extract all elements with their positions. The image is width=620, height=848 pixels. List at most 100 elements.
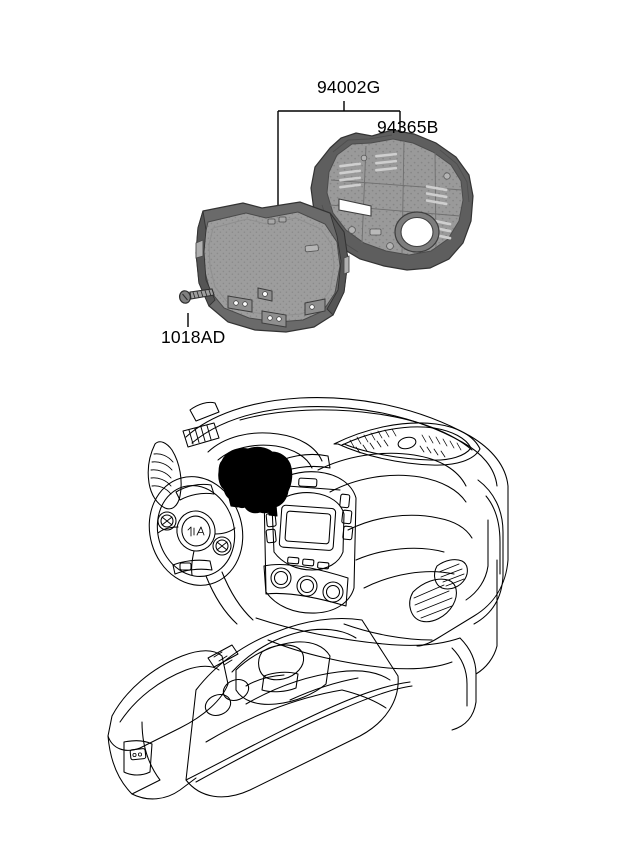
side-air-vent-right-lower [409,578,457,623]
infotainment-bezel [271,492,345,571]
front-cluster-screw-hole [262,291,268,297]
console-tunnel-lower [185,681,411,781]
armrest-lower-edge [131,777,197,800]
dashboard-right-endcap [473,479,504,625]
console-armrest-seam [119,665,220,723]
hvac-small-buttons [287,556,330,570]
front-cluster-face-tab [304,244,319,253]
screw-threads [192,289,212,299]
side-air-vent-right-lower-louvers [413,584,453,619]
center-console-outline [185,618,399,798]
part-rear-housing [310,129,474,271]
center-stack-outline [263,471,357,614]
rear-housing-vent-slots-right [425,185,448,206]
console-upper-panel [231,628,357,673]
front-cluster-tab-holes [233,300,315,322]
infotainment-side-keys [265,493,354,544]
steering-wheel-lower-plate [172,559,213,575]
rear-housing-connector-opening [394,211,440,253]
console-rear-vent-line [289,677,359,701]
cup-holder-rear [222,679,250,701]
cluster-install-location-highlight [218,446,293,514]
dashboard-right-inner [485,495,501,575]
passenger-dash-crease [329,474,467,503]
steering-column-lower [221,571,254,621]
steering-wheel-rim-inner [156,485,236,577]
front-cluster-left-edge [195,210,216,307]
part-front-cluster [195,201,350,333]
glovebox-line [355,547,445,561]
infotainment-display [278,504,337,551]
speaker-grille-center-hole [397,436,417,450]
knee-bolster-line [267,639,453,670]
steering-column [205,575,238,625]
steering-wheel-spoke-bottom [191,550,195,576]
hvac-panel-outline [263,564,349,607]
console-rear-tunnel [195,685,413,783]
side-air-vent-left-louvers [150,453,174,495]
dashboard-right-lower-edge [465,519,489,601]
dash-right-lower-inner [451,647,468,707]
console-button-strip [207,644,239,668]
dashboard-left-nub [189,401,220,422]
front-cluster-right-clip [343,255,350,275]
console-side-switch-icon [132,752,142,758]
steering-wheel-left-buttons [157,511,177,531]
console-side-switch-button [129,748,147,761]
gear-shifter-base [261,671,299,693]
steering-wheel-upper-spoke [175,483,215,501]
dash-panel-seam [363,571,455,589]
passenger-speaker-grille [333,422,481,466]
part-tapping-screw [178,288,215,304]
passenger-dash-upper-contour [317,452,467,487]
dashboard-top-edge [191,406,498,487]
lower-dash-edge [255,617,461,646]
center-air-vents [269,453,331,477]
defroster-vent-driver [182,422,220,448]
defroster-vent-louvers [188,425,212,445]
dashboard-outline [185,397,509,647]
console-trim-line [245,670,391,705]
rear-housing-vent-slots-upper-mid [375,152,398,172]
console-side-switch-panel [123,740,153,776]
shift-gate-indicator [245,674,285,687]
front-cluster-right-edge [326,212,349,316]
center-stack-top-strip [273,484,341,491]
dash-lower-trim [343,623,433,641]
steering-wheel-lower-button [179,562,192,571]
steering-wheel-rim-outer [148,476,244,586]
label-94365B: 94365B [377,117,439,137]
steering-wheel-spoke-left [157,526,179,534]
label-94002G: 94002G [317,77,380,97]
console-long-seam [205,689,343,743]
front-cluster-left-clip [195,239,204,259]
side-air-vent-right-upper-louvers [438,563,465,587]
label-1018AD: 1018AD [161,327,225,347]
screw-head-slot [182,293,188,301]
speaker-grille-perforations [349,428,462,458]
front-cluster-top-connector [267,216,287,225]
steering-wheel-right-buttons [212,536,232,556]
mounting-tab-right [304,298,326,316]
front-cluster-mounting-tabs [227,295,326,328]
console-armrest-front [107,721,161,795]
rear-housing-vent-slots-upper-left [339,162,362,189]
cluster-hood [207,432,323,462]
rear-housing-slot-cutout [338,198,372,217]
steering-wheel-hub-inner [181,515,211,547]
kia-emblem [187,526,205,537]
console-side-wall [341,689,387,709]
dashboard-cowl-line [239,409,473,451]
side-air-vent-left [147,441,182,510]
infotainment-screen-inner [284,510,332,545]
passenger-speaker-grille-inner [341,426,472,461]
center-stack-top-button [298,477,318,488]
dash-right-lower-drop [451,637,477,731]
steering-wheel-spoke-right [214,527,236,535]
mounting-tab-mid [261,310,287,328]
console-armrest [107,650,229,751]
side-air-vent-right-upper [434,559,468,590]
